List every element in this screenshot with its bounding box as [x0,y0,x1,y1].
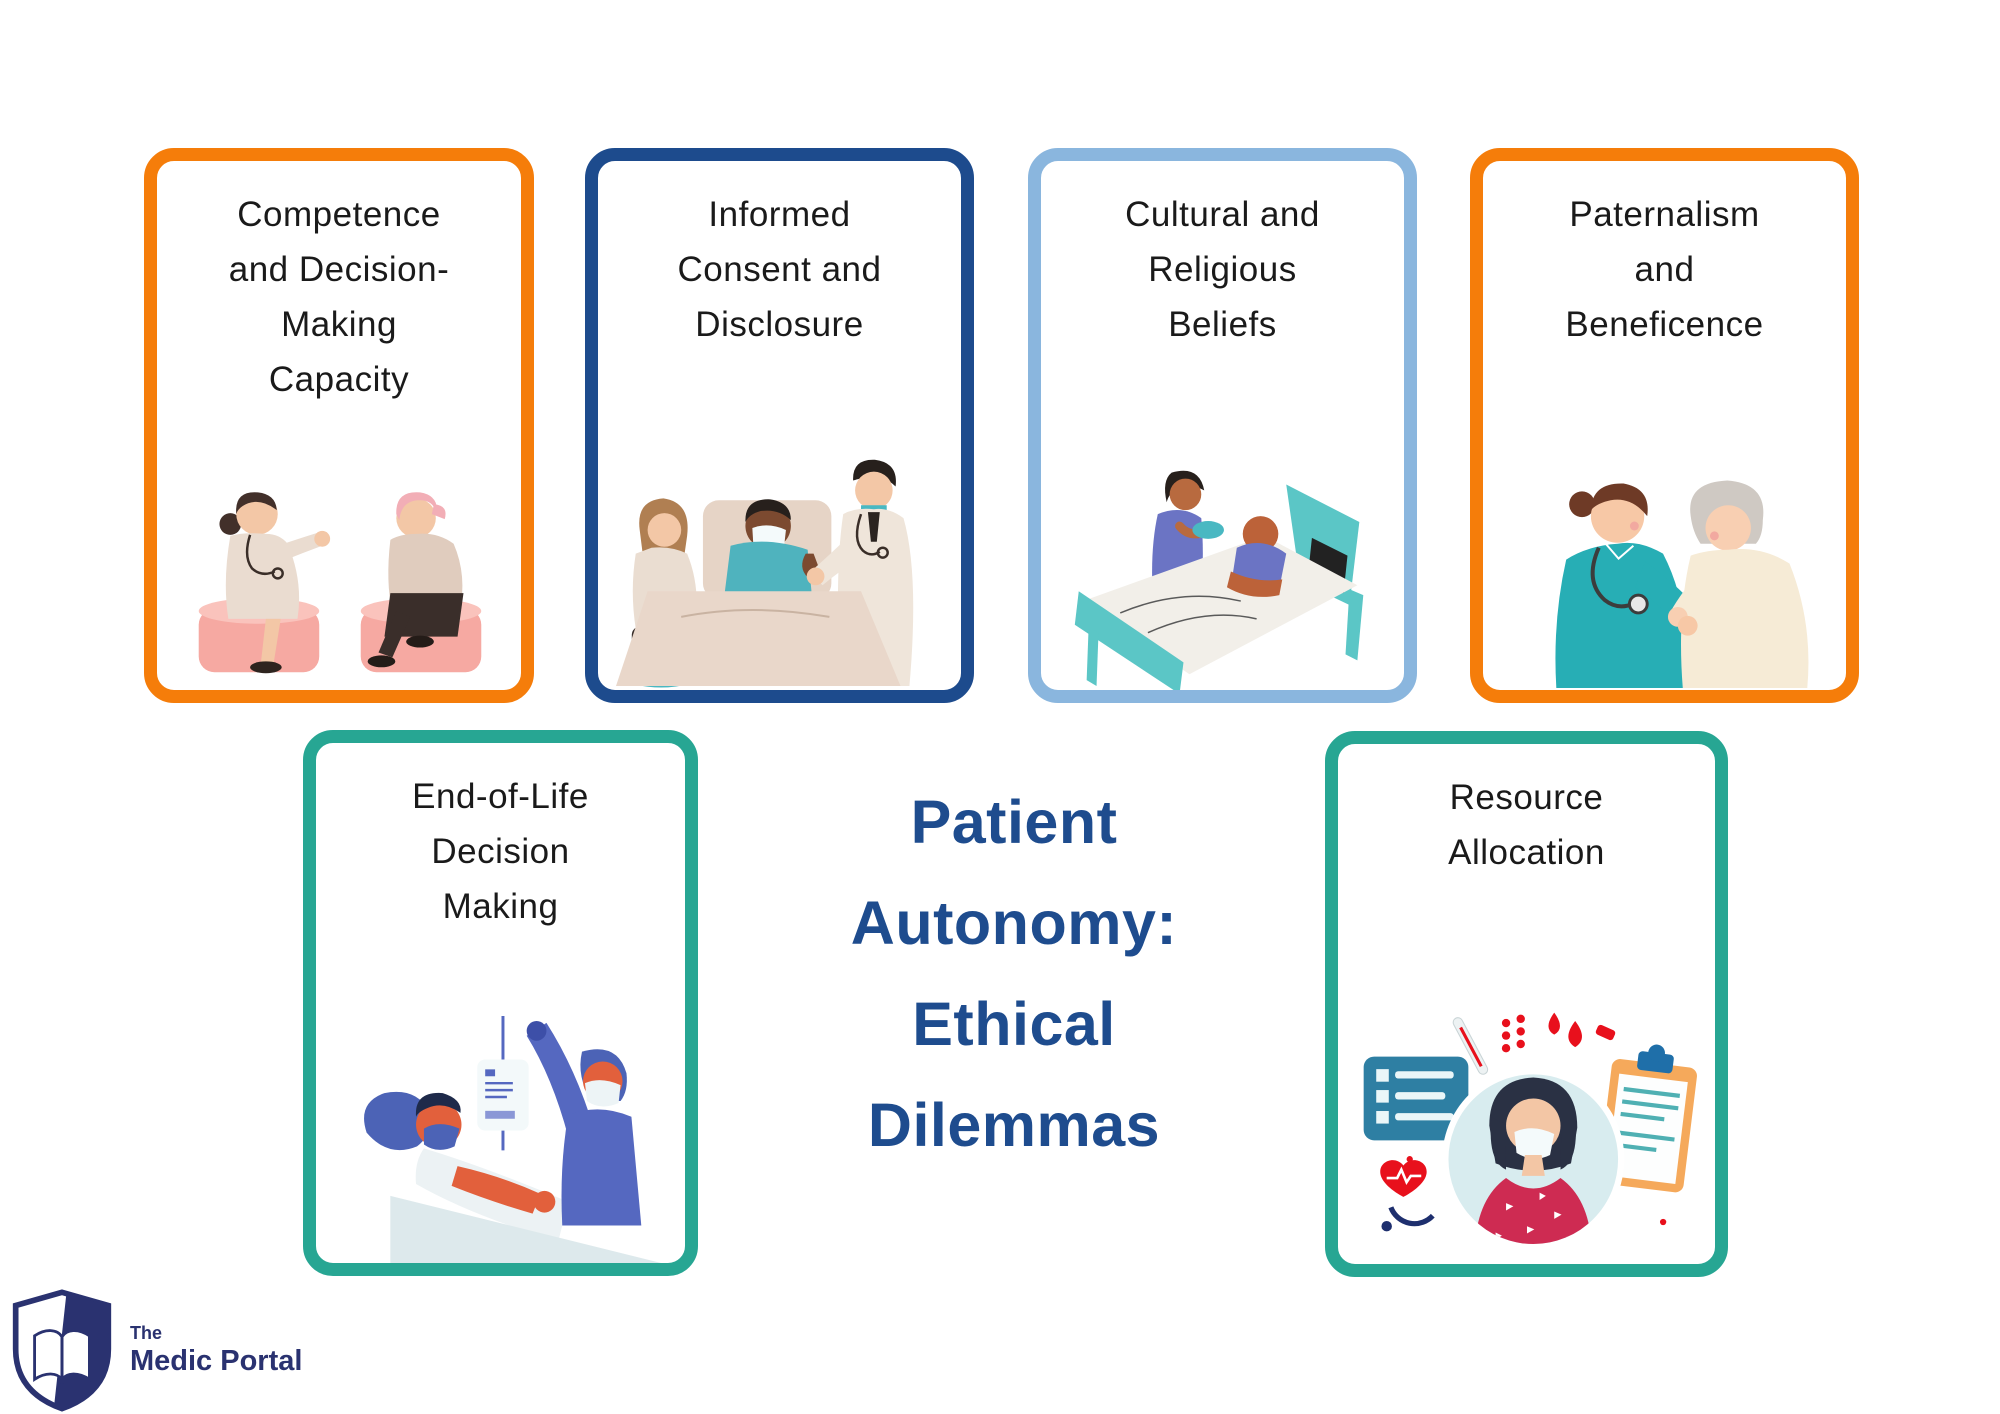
brand-the: The [130,1323,163,1343]
card-cultural-religious: Cultural and Religious Beliefs [1028,148,1417,703]
page-title-line: Dilemmas [867,1091,1161,1159]
card-title: End-of-Life Decision Making [412,777,589,926]
card-informed-consent: Informed Consent and Disclosure [585,148,974,703]
hospital-bed-illustration [1074,470,1363,690]
caring-illustration [1554,480,1808,689]
illustration-resource-allocation [1338,880,1715,1264]
iv-drip-illustration [363,1016,661,1263]
illustration-doctor-patient-consultation [157,407,521,690]
illustration-informed-consent [598,352,961,690]
page-title-line: Patient [910,788,1118,856]
brand-name: Medic Portal [130,1345,303,1377]
page-title-line: Ethical [912,990,1116,1058]
medical-supplies-illustration [1363,1012,1697,1251]
card-paternalism-beneficence: Paternalism and Beneficence [1470,148,1859,703]
card-competence-decision-making: Competence and Decision- Making Capacity [144,148,534,703]
card-title: Cultural and Religious Beliefs [1125,195,1320,344]
brand-logo: The Medic Portal [10,1288,302,1412]
card-end-of-life: End-of-Life Decision Making [303,730,698,1276]
illustration-end-of-life [316,934,685,1263]
illustration-nurse-elderly-woman [1483,352,1846,690]
card-title: Competence and Decision- Making Capacity [228,195,450,399]
page-title-line: Autonomy: [850,889,1178,957]
page-title: Patient Autonomy: Ethical Dilemmas [808,772,1220,1176]
card-title: Informed Consent and Disclosure [677,195,882,344]
shield-book-icon [12,1289,112,1412]
brand-text: The Medic Portal [130,1322,302,1378]
card-resource-allocation: Resource Allocation [1325,731,1728,1277]
illustration-cultural-beliefs [1041,352,1404,690]
card-title: Paternalism and Beneficence [1565,195,1764,344]
consent-illustration [615,459,913,688]
consultation-illustration [198,492,482,674]
card-title: Resource Allocation [1448,778,1605,872]
